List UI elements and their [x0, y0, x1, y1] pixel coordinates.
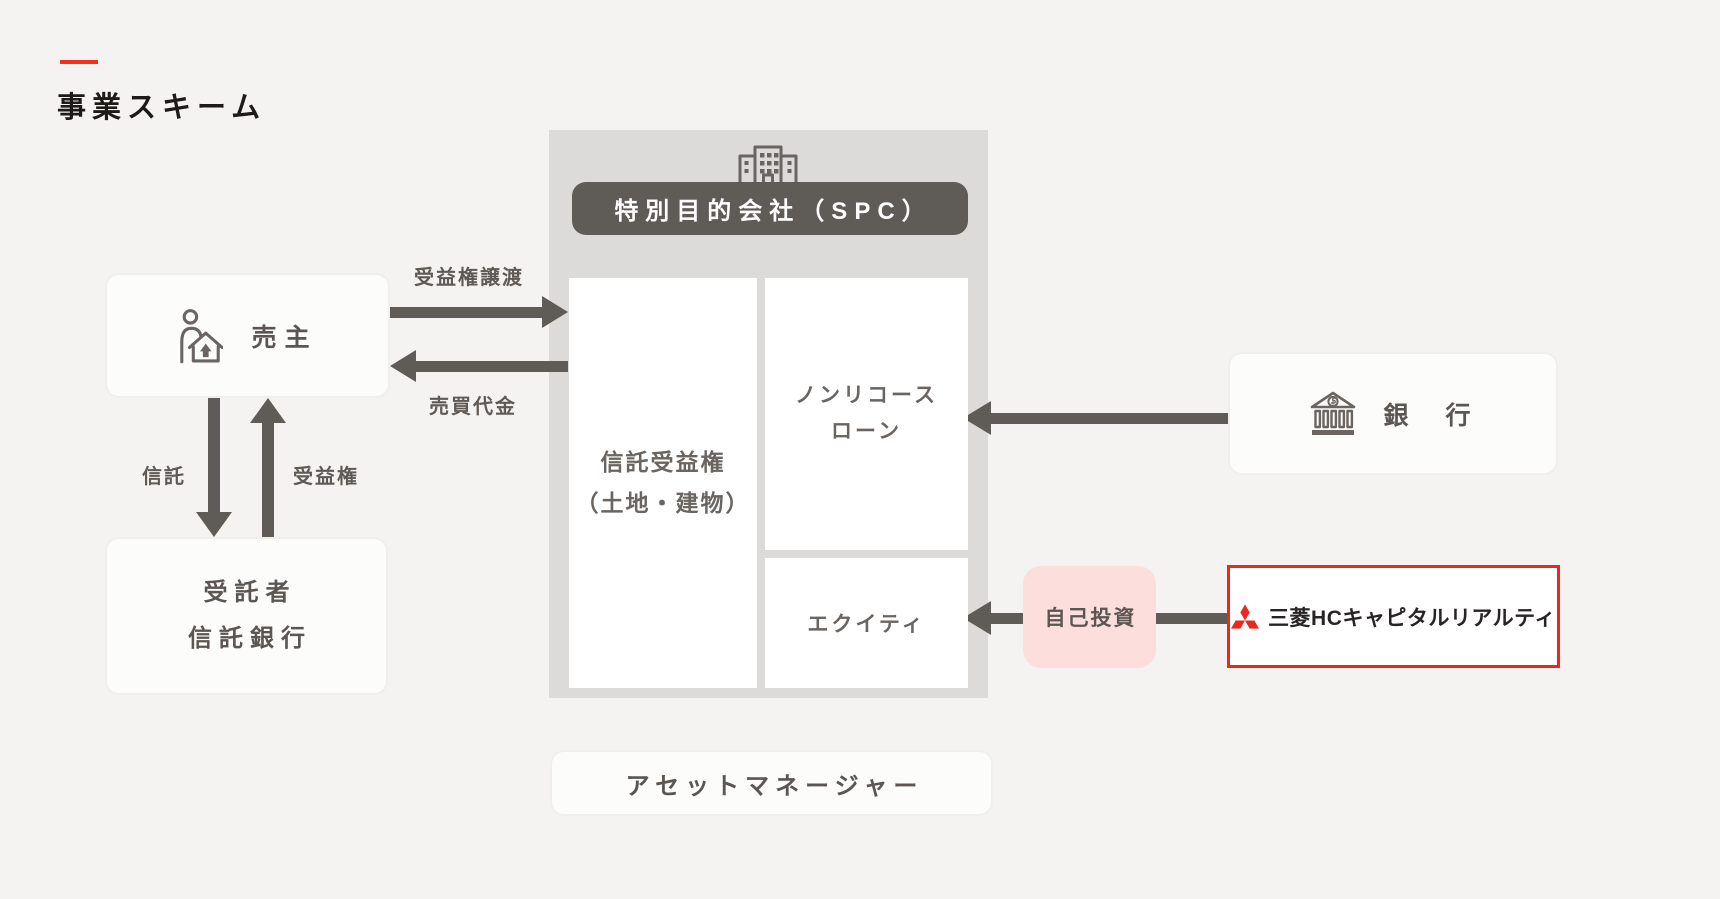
equity-label: エクイティ [807, 613, 926, 636]
equity-box: エクイティ [765, 558, 968, 688]
asset-manager-label: アセットマネージャー [625, 772, 924, 800]
arrow-down-head [196, 512, 232, 537]
trustee-box: 受託者 信託銀行 [105, 537, 388, 695]
trust-beneficiary-line1: 信託受益権 [600, 448, 726, 475]
arrow-trust [196, 398, 232, 537]
accent-dash [60, 60, 98, 64]
sponsor-box: 三菱HCキャピタルリアルティ [1227, 565, 1560, 668]
nonrecourse-loan-line2: ローン [831, 420, 902, 443]
sponsor-name: 三菱HCキャピタルリアルティ [1268, 606, 1556, 630]
asset-manager-box: アセットマネージャー [550, 750, 993, 816]
label-beneficiary-transfer: 受益権譲渡 [414, 267, 524, 289]
seller-box: 売主 [105, 273, 390, 398]
arrow-beneficiary-transfer [390, 296, 568, 328]
label-beneficiary-right: 受益権 [293, 466, 359, 488]
trust-beneficiary-box: 信託受益権 （土地・建物） [569, 278, 757, 688]
bank-building-icon [1311, 391, 1356, 435]
building-icon [738, 145, 798, 186]
nonrecourse-loan-line1: ノンリコース [795, 384, 938, 408]
arrow-sale-price [390, 350, 568, 382]
spc-title-label: 特別目的会社（SPC） [614, 198, 933, 225]
trust-beneficiary-line2: （土地・建物） [575, 490, 751, 516]
arrow-beneficiary-right [250, 398, 286, 537]
bank-label: 銀 行 [1383, 401, 1477, 430]
label-trust: 信託 [142, 466, 186, 488]
seller-label: 売主 [251, 323, 318, 352]
arrow-shaft [414, 361, 568, 372]
bank-box: 銀 行 [1228, 352, 1558, 475]
label-sale-price: 売買代金 [429, 396, 517, 418]
trustee-line1: 受託者 [203, 579, 297, 607]
arrow-shaft [390, 307, 544, 318]
mitsubishi-three-diamonds-icon [1231, 604, 1260, 629]
arrow-shaft [990, 413, 1228, 424]
arrow-right-head [542, 296, 568, 328]
arrow-left-head [390, 350, 416, 382]
nonrecourse-loan-box: ノンリコース ローン [765, 278, 968, 550]
trustee-line2: 信託銀行 [188, 625, 312, 652]
self-investment-label: 自己投資 [1044, 607, 1137, 630]
self-investment-badge: 自己投資 [1023, 566, 1156, 668]
spc-title-pill: 特別目的会社（SPC） [572, 182, 968, 235]
person-house-icon [180, 308, 224, 363]
page-title: 事業スキーム [57, 92, 267, 124]
arrow-nonrecourse-loan [963, 401, 1228, 435]
arrow-shaft [262, 423, 274, 537]
arrow-up-head [250, 398, 286, 423]
arrow-shaft [208, 398, 220, 512]
